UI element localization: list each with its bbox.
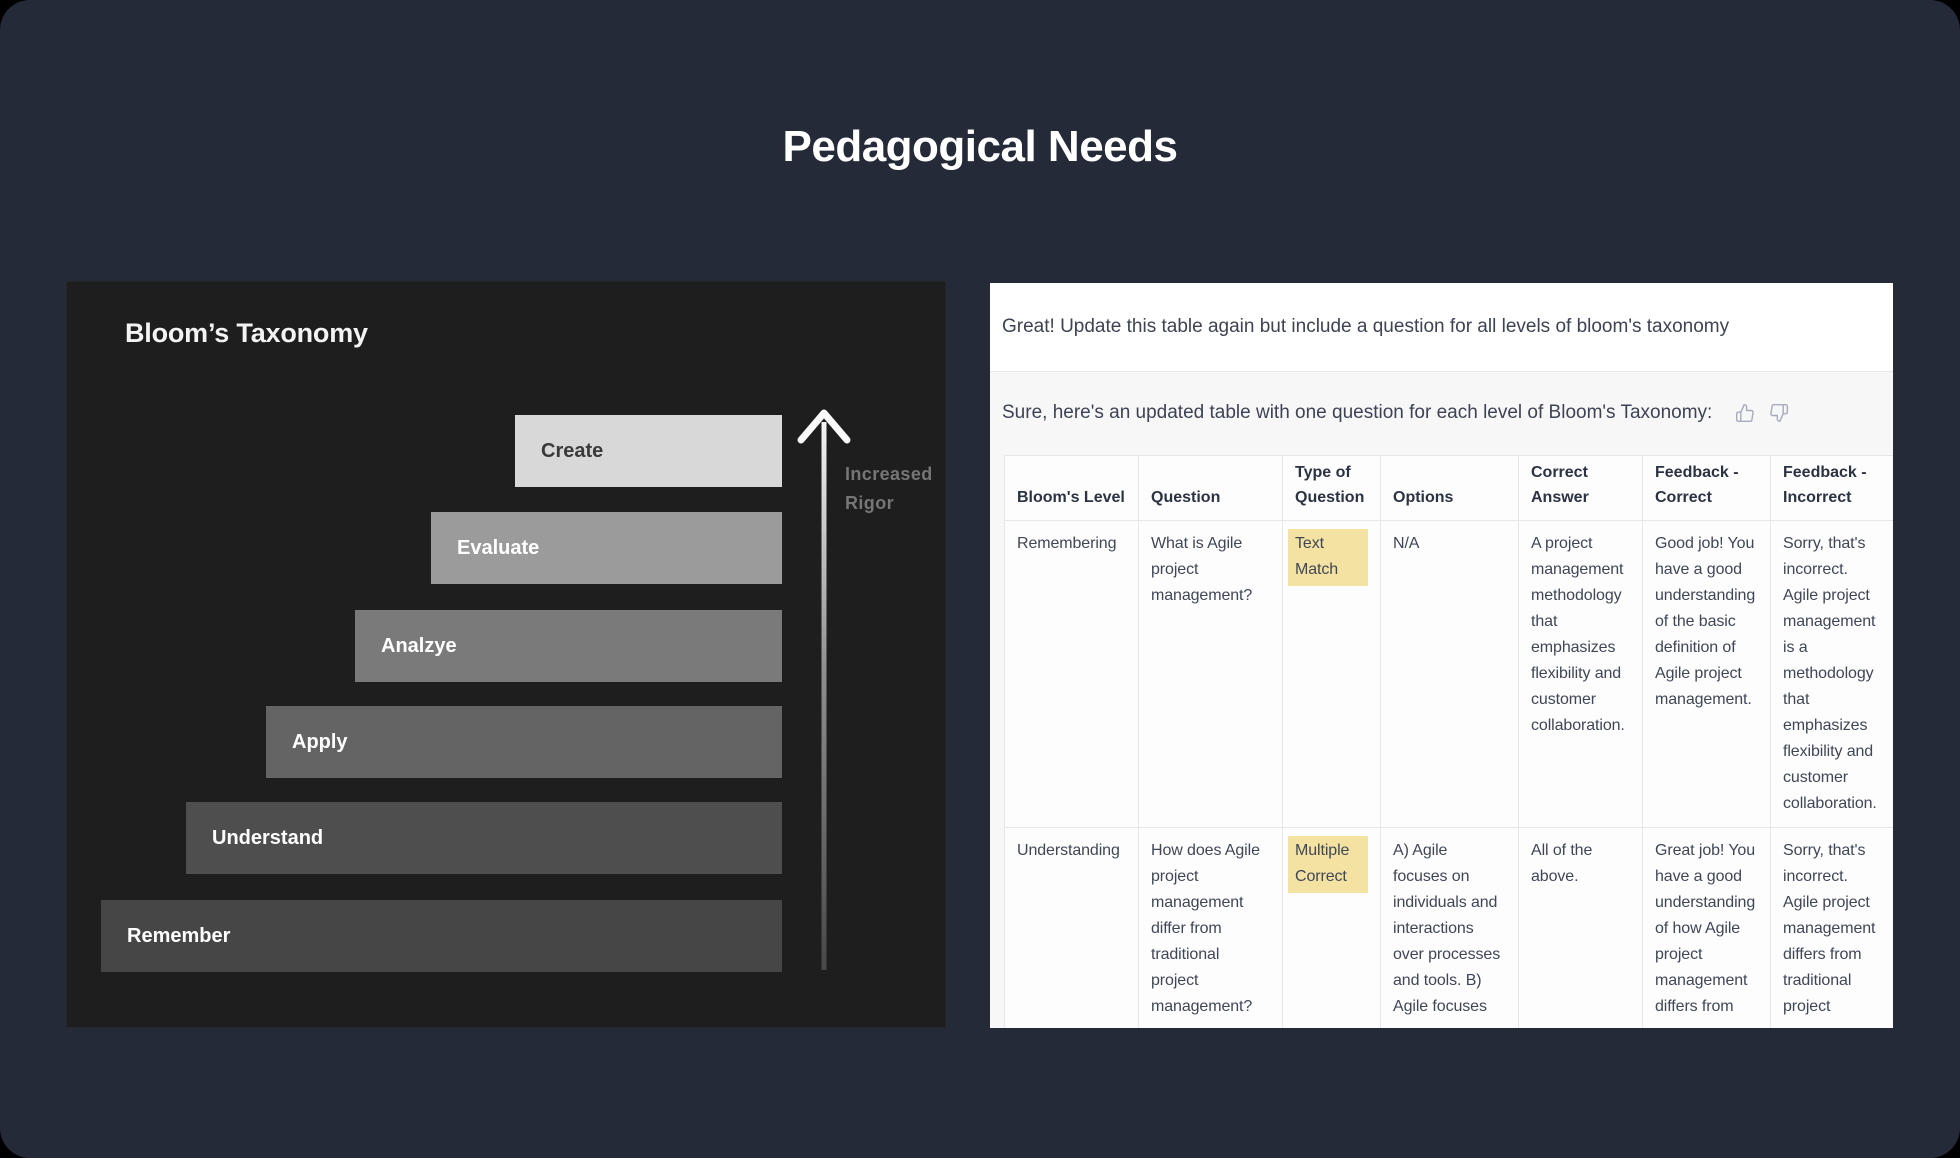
thumbs-up-icon[interactable]: [1735, 403, 1755, 423]
cell-feedback_incorrect: Sorry, that's incorrect. Agile project m…: [1770, 827, 1893, 1028]
bloom-panel-title: Bloom’s Taxonomy: [125, 318, 368, 348]
assistant-intro-text: Sure, here's an updated table with one q…: [1002, 402, 1713, 423]
bloom-step-label: Evaluate: [457, 536, 540, 559]
bloom-step-label: Remember: [127, 924, 231, 947]
bloom-step-label: Analzye: [381, 634, 457, 657]
bloom-step-understand: Understand: [186, 802, 782, 874]
cell-question: How does Agile project management differ…: [1138, 827, 1283, 1028]
cell-level: Understanding: [1004, 827, 1139, 1028]
column-header-options: Options: [1380, 455, 1519, 521]
bloom-step-apply: Apply: [266, 706, 782, 778]
column-header-question: Question: [1138, 455, 1283, 521]
cell-options: A) Agile focuses on individuals and inte…: [1380, 827, 1519, 1028]
column-header-type: Type of Question: [1282, 455, 1381, 521]
cell-feedback_correct: Good job! You have a good understanding …: [1642, 520, 1771, 828]
cell-options: N/A: [1380, 520, 1519, 828]
bloom-step-label: Create: [541, 439, 604, 462]
cell-level: Remembering: [1004, 520, 1139, 828]
column-header-feedback_incorrect: Feedback - Incorrect: [1770, 455, 1893, 521]
bloom-step-analzye: Analzye: [355, 610, 782, 682]
cell-type: Multiple Correct: [1282, 827, 1381, 1028]
question-type-highlight: Text Match: [1288, 529, 1368, 586]
assistant-message: Sure, here's an updated table with one q…: [990, 402, 1893, 1028]
cell-type: Text Match: [1282, 520, 1381, 828]
column-header-correct: Correct Answer: [1518, 455, 1643, 521]
cell-correct: All of the above.: [1518, 827, 1643, 1028]
chat-panel: Great! Update this table again but inclu…: [990, 283, 1893, 1028]
rigor-label-line1: Increased: [845, 464, 933, 484]
page-title: Pedagogical Needs: [782, 122, 1178, 171]
rigor-label-line2: Rigor: [845, 493, 894, 513]
bloom-step-remember: Remember: [101, 900, 782, 972]
up-arrow-icon: [797, 409, 851, 970]
cell-feedback_correct: Great job! You have a good understanding…: [1642, 827, 1771, 1028]
cell-question: What is Agile project management?: [1138, 520, 1283, 828]
thumbs-down-icon[interactable]: [1769, 403, 1789, 423]
question-type-highlight: Multiple Correct: [1288, 836, 1368, 893]
bloom-step-evaluate: Evaluate: [431, 512, 782, 584]
column-header-feedback_correct: Feedback - Correct: [1642, 455, 1771, 521]
cell-correct: A project management methodology that em…: [1518, 520, 1643, 828]
cell-feedback_incorrect: Sorry, that's incorrect. Agile project m…: [1770, 520, 1893, 828]
feedback-icons: [1735, 403, 1789, 423]
increased-rigor-label: Increased Rigor: [845, 460, 933, 518]
column-header-level: Bloom's Level: [1004, 455, 1139, 521]
bloom-step-create: Create: [515, 415, 782, 487]
bloom-step-label: Understand: [212, 826, 324, 849]
bloom-step-label: Apply: [292, 730, 348, 753]
user-message-text: Great! Update this table again but inclu…: [1002, 316, 1730, 337]
user-message: Great! Update this table again but inclu…: [990, 283, 1893, 372]
